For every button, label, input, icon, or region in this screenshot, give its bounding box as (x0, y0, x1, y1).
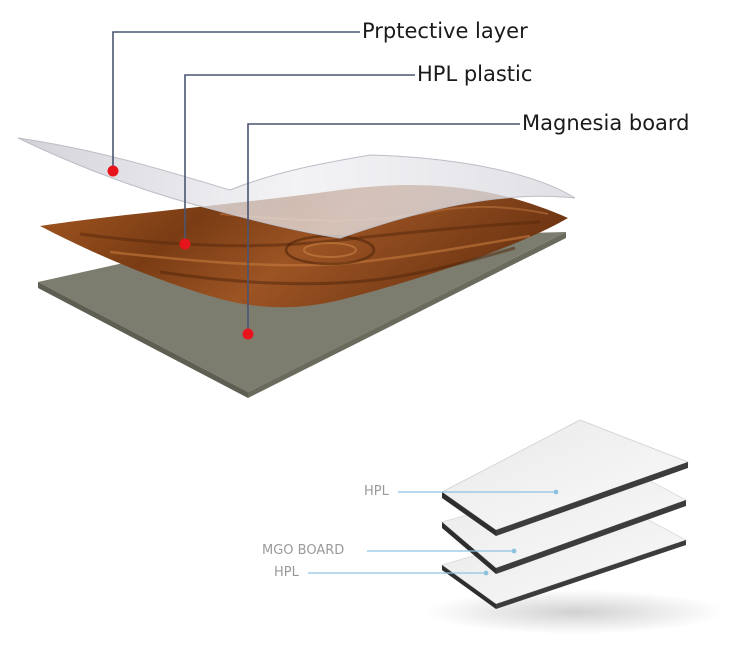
marker-magnesia-board (243, 329, 254, 340)
dot-top-hpl (554, 490, 559, 495)
sheet-stack-shadow (425, 590, 725, 634)
leader-protective-layer (113, 32, 360, 171)
label-protective-layer: Prptective layer (362, 21, 528, 42)
label-mgo-board: MGO BOARD (262, 544, 344, 557)
label-magnesia-board: Magnesia board (522, 113, 690, 134)
label-top-hpl: HPL (364, 485, 389, 498)
dot-mgo-board (512, 549, 517, 554)
marker-protective-layer (108, 166, 119, 177)
marker-hpl-plastic (180, 239, 191, 250)
label-hpl-plastic: HPL plastic (417, 64, 532, 85)
label-bottom-hpl: HPL (274, 566, 299, 579)
dot-bottom-hpl (484, 571, 489, 576)
